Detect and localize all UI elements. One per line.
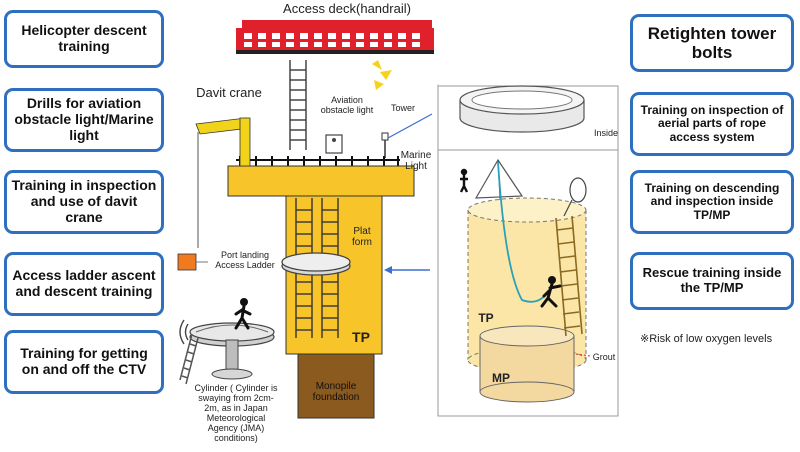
tp-inner-label: TP [478, 311, 494, 325]
panel-pointer-arrow [384, 266, 430, 274]
upper-ladder [289, 60, 307, 150]
box-aviation-marine-light: Drills for aviation obstacle light/Marin… [4, 88, 164, 152]
cylinder-training-rig [179, 298, 275, 385]
platform-label: Plat form [352, 226, 372, 249]
grout-label: Grout [592, 352, 616, 362]
port-landing-box [177, 253, 197, 271]
box-access-ladder: Access ladder ascent and descent trainin… [4, 252, 164, 316]
platform-deck [227, 165, 415, 197]
box-descending-inspection: Training on descending and inspection in… [630, 170, 794, 234]
inside-view-panel [437, 85, 619, 151]
port-landing-label: Port landing Access Ladder [215, 250, 275, 271]
aviation-obstacle-light [325, 134, 343, 154]
box-helicopter-descent: Helicopter descent training [4, 10, 164, 68]
box-rope-access-inspection: Training on inspection of aerial parts o… [630, 92, 794, 156]
tower-label: Tower [390, 103, 415, 113]
box-rescue-training: Rescue training inside the TP/MP [630, 252, 794, 310]
cylinder-note: Cylinder ( Cylinder is swaying from 2cm-… [194, 383, 278, 444]
monopile [297, 353, 375, 419]
ladder-ring [281, 252, 351, 276]
davit-crane [195, 117, 251, 248]
light-rays [372, 60, 392, 90]
monopile-label: Monopile foundation [312, 381, 360, 404]
tower-pointer [387, 113, 433, 139]
mp-inner-label: MP [492, 371, 510, 385]
box-davit-crane: Training in inspection and use of davit … [4, 170, 164, 234]
aviation-light-label: Aviation obstacle light [320, 95, 374, 116]
oxygen-note: ※Risk of low oxygen levels [640, 333, 773, 345]
platform-handrail [236, 156, 400, 166]
davit-crane-label: Davit crane [196, 85, 262, 100]
tp-label: TP [352, 329, 370, 345]
marine-light-label: Marine Light [400, 150, 432, 173]
box-retighten-bolts: Retighten tower bolts [630, 14, 794, 72]
access-deck-label: Access deck(handrail) [283, 1, 411, 16]
inside-label: Inside [593, 128, 619, 138]
access-deck [236, 20, 434, 54]
tp-mp-interior-panel [437, 149, 619, 417]
box-ctv: Training for getting on and off the CTV [4, 330, 164, 394]
marine-light-pole [381, 132, 389, 158]
